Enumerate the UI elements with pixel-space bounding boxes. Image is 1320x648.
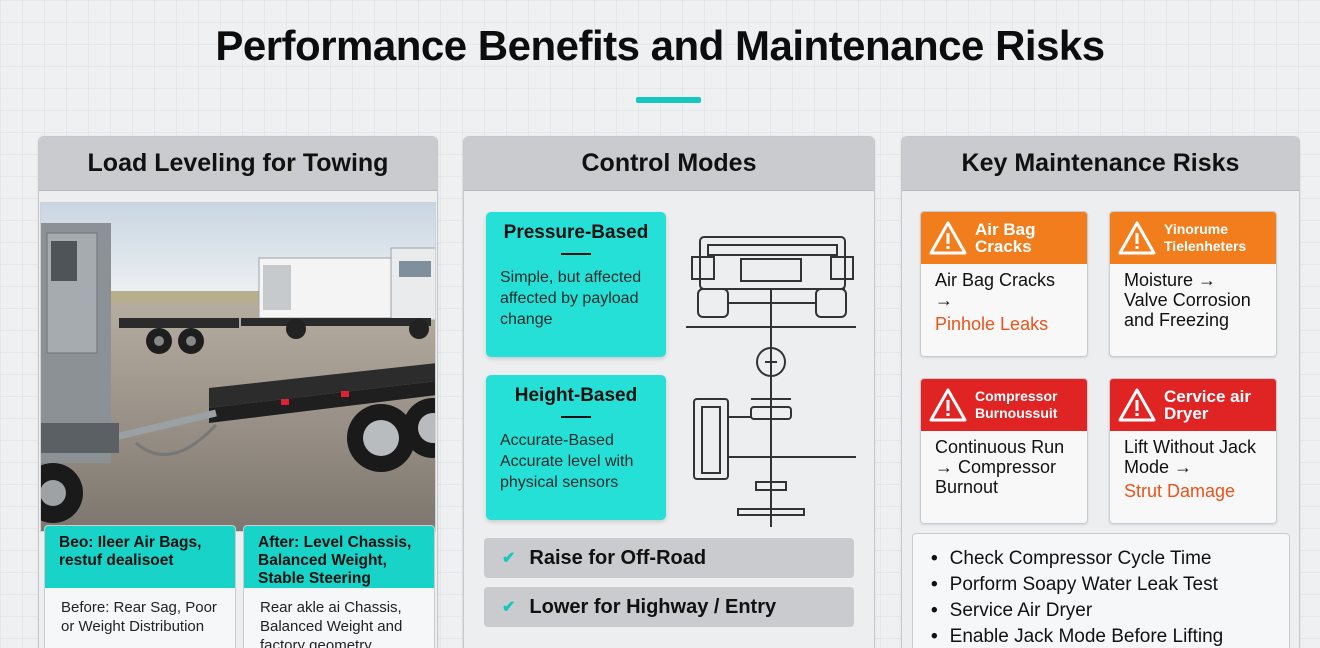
control-modes-heading: Control Modes [464, 137, 874, 191]
maintenance-risks-panel: Key Maintenance Risks Air Bag Cracks Air… [901, 136, 1300, 648]
risk-card-air-bag-cracks: Air Bag Cracks Air Bag Cracks → Pinhole … [920, 211, 1088, 357]
checklist-item: Enable Jack Mode Before Lifting [931, 624, 1271, 648]
towing-photo [40, 202, 436, 532]
height-based-description: Accurate-Based Accurate level with physi… [500, 432, 634, 491]
title-underline [636, 97, 701, 103]
risk-card-header: Compressor Burnoussuit [921, 379, 1087, 431]
risk-card-header: Yinorume Tielenheters [1110, 212, 1276, 264]
after-caption-text: Rear akle ai Chassis, Balanced Weight an… [260, 599, 403, 648]
checklist-item: Porform Soapy Water Leak Test [931, 572, 1271, 598]
risk-card-compressor: Compressor Burnoussuit Continuous Run → … [920, 378, 1088, 524]
before-caption-heading: Beo: Ileer Air Bags, restuf dealisoet [45, 526, 235, 588]
warning-triangle-icon [1118, 221, 1156, 255]
risk-description: Lift Without Jack Mode → Strut Damage [1110, 431, 1276, 507]
control-modes-panel: Control Modes Pressure-Based Simple, but… [463, 136, 875, 648]
divider [561, 253, 591, 255]
height-based-title: Height-Based [514, 385, 638, 406]
risk-card-moisture: Yinorume Tielenheters Moisture → Valve C… [1109, 211, 1277, 357]
risk-card-header: Cervice air Dryer [1110, 379, 1276, 431]
warning-triangle-icon [929, 388, 967, 422]
maintenance-risks-heading: Key Maintenance Risks [902, 137, 1299, 191]
height-based-card: Height-Based Accurate-Based Accurate lev… [486, 375, 666, 520]
towing-panel: Load Leveling for Towing [38, 136, 438, 648]
after-caption-card: After: Level Chassis, Balanced Weight, S… [243, 525, 435, 648]
checklist-item: Service Air Dryer [931, 598, 1271, 624]
divider [561, 416, 591, 418]
pressure-based-title: Pressure-Based [503, 222, 649, 243]
lower-highway-button[interactable]: ✔ Lower for Highway / Entry [484, 587, 854, 627]
maintenance-checklist: Check Compressor Cycle Time Porform Soap… [912, 533, 1290, 648]
risk-description-text: Moisture → Valve Corrosion and Freezing [1124, 270, 1251, 330]
warning-triangle-icon [929, 221, 967, 255]
risk-title: Air Bag Cracks [975, 220, 1036, 256]
risk-description: Moisture → Valve Corrosion and Freezing [1110, 264, 1276, 336]
before-caption-card: Beo: Ileer Air Bags, restuf dealisoet Be… [44, 525, 236, 648]
risk-title: Cervice air Dryer [1164, 387, 1251, 423]
towing-panel-heading: Load Leveling for Towing [39, 137, 437, 191]
pressure-based-card: Pressure-Based Simple, but affected affe… [486, 212, 666, 357]
checklist-item: Check Compressor Cycle Time [931, 546, 1271, 572]
risk-title: Compressor Burnoussuit [975, 388, 1058, 421]
raise-off-road-label: Raise for Off-Road [529, 546, 707, 569]
suspension-diagram [686, 236, 856, 527]
lower-highway-label: Lower for Highway / Entry [529, 595, 777, 618]
check-icon: ✔ [502, 550, 516, 567]
risk-description: Air Bag Cracks → Pinhole Leaks [921, 264, 1087, 340]
risk-description: Continuous Run → Compressor Burnout [921, 431, 1087, 503]
before-caption-text: Before: Rear Sag, Poor or Weight Distrib… [61, 599, 217, 635]
risk-title: Yinorume Tielenheters [1164, 221, 1247, 254]
page-title: Performance Benefits and Maintenance Ris… [215, 22, 1105, 69]
risk-highlight: Pinhole Leaks [935, 314, 1049, 334]
warning-triangle-icon [1118, 388, 1156, 422]
risk-description-text: Air Bag Cracks → [935, 270, 1056, 310]
risk-card-air-dryer: Cervice air Dryer Lift Without Jack Mode… [1109, 378, 1277, 524]
after-caption-heading: After: Level Chassis, Balanced Weight, S… [244, 526, 434, 588]
risk-description-text: Lift Without Jack Mode → [1124, 437, 1257, 477]
risk-description-text: Continuous Run → Compressor Burnout [935, 437, 1065, 497]
pressure-based-description: Simple, but affected affected by payload… [500, 269, 642, 328]
raise-off-road-button[interactable]: ✔ Raise for Off-Road [484, 538, 854, 578]
risk-highlight: Strut Damage [1124, 481, 1236, 501]
risk-card-header: Air Bag Cracks [921, 212, 1087, 264]
check-icon: ✔ [502, 599, 516, 616]
